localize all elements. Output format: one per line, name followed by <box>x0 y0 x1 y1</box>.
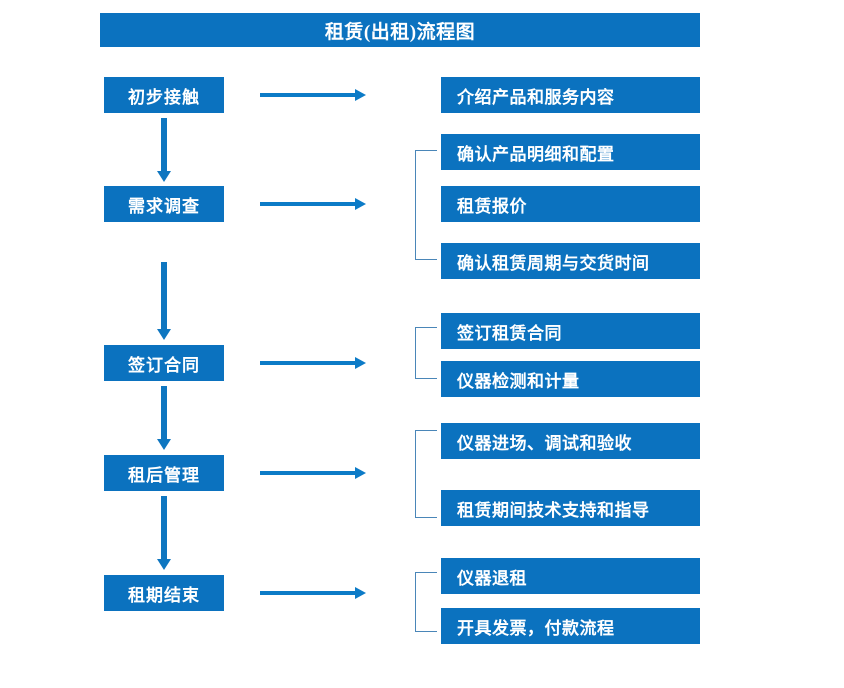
stage-box-rental-end[interactable]: 租期结束 <box>104 575 224 611</box>
detail-box-invoice-payment[interactable]: 开具发票，付款流程 <box>441 608 700 644</box>
arrow-head <box>355 357 366 369</box>
arrow-head <box>355 467 366 479</box>
detail-box-sign-rental-contract[interactable]: 签订租赁合同 <box>441 313 700 349</box>
bracket-needs-survey-group <box>415 150 437 260</box>
horizontal-arrow-sign-contract <box>260 357 366 369</box>
arrow-head <box>355 198 366 210</box>
vertical-arrow-initial-to-needs <box>157 118 171 182</box>
stage-box-sign-contract[interactable]: 签订合同 <box>104 345 224 381</box>
stage-box-initial-contact[interactable]: 初步接触 <box>104 77 224 113</box>
diagram-title: 租赁(出租)流程图 <box>100 13 700 47</box>
horizontal-arrow-needs-survey <box>260 198 366 210</box>
arrow-head <box>157 329 171 340</box>
arrow-shaft <box>260 591 356 595</box>
horizontal-arrow-rental-end <box>260 587 366 599</box>
arrow-shaft <box>260 471 356 475</box>
detail-box-technical-support[interactable]: 租赁期间技术支持和指导 <box>441 490 700 526</box>
detail-box-instrument-entry-commissioning[interactable]: 仪器进场、调试和验收 <box>441 423 700 459</box>
horizontal-arrow-post-rental <box>260 467 366 479</box>
arrow-shaft <box>260 93 356 97</box>
arrow-head <box>157 171 171 182</box>
arrow-shaft <box>161 386 167 439</box>
arrow-shaft <box>161 496 167 559</box>
bracket-contract-group <box>415 327 437 379</box>
detail-box-introduce-products[interactable]: 介绍产品和服务内容 <box>441 77 700 113</box>
arrow-shaft <box>161 262 167 329</box>
detail-box-confirm-period-delivery[interactable]: 确认租赁周期与交货时间 <box>441 243 700 279</box>
vertical-arrow-management-to-end <box>157 496 171 570</box>
horizontal-arrow-initial-contact <box>260 89 366 101</box>
detail-box-rental-quotation[interactable]: 租赁报价 <box>441 186 700 222</box>
vertical-arrow-needs-to-contract <box>157 262 171 340</box>
vertical-arrow-contract-to-management <box>157 386 171 450</box>
arrow-shaft <box>260 361 356 365</box>
detail-box-instrument-return[interactable]: 仪器退租 <box>441 558 700 594</box>
detail-box-instrument-inspection[interactable]: 仪器检测和计量 <box>441 361 700 397</box>
arrow-head <box>355 587 366 599</box>
stage-box-needs-survey[interactable]: 需求调查 <box>104 186 224 222</box>
arrow-head <box>355 89 366 101</box>
detail-box-confirm-product-details[interactable]: 确认产品明细和配置 <box>441 134 700 170</box>
arrow-head <box>157 559 171 570</box>
stage-box-post-rental-management[interactable]: 租后管理 <box>104 455 224 491</box>
bracket-post-rental-group <box>415 430 437 518</box>
arrow-shaft <box>260 202 356 206</box>
arrow-head <box>157 439 171 450</box>
bracket-rental-end-group <box>415 572 437 632</box>
arrow-shaft <box>161 118 167 171</box>
